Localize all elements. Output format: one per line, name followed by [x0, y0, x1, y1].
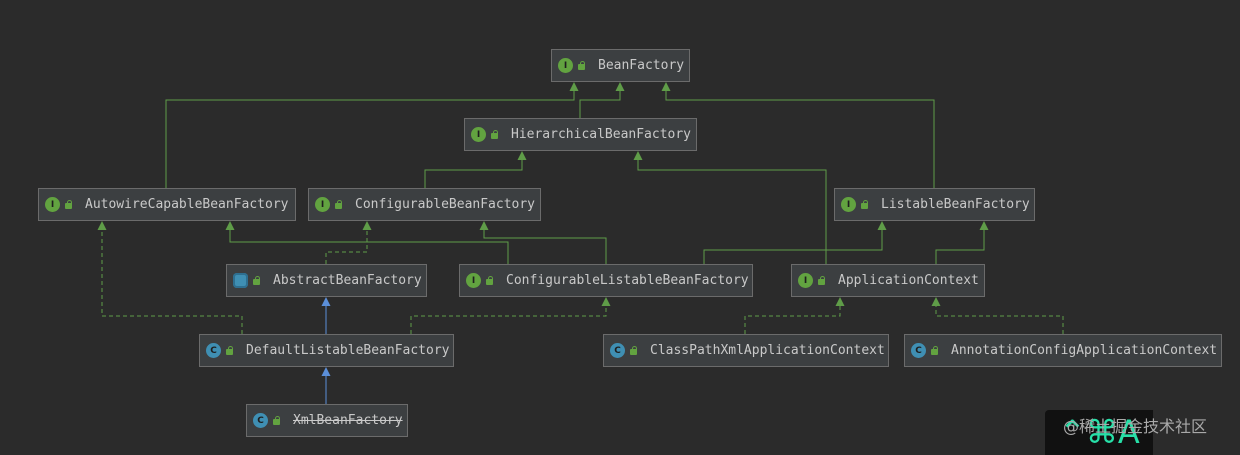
public-lock-icon	[272, 416, 281, 425]
public-lock-icon	[629, 346, 638, 355]
arrowhead	[979, 221, 989, 230]
arrowhead	[931, 297, 941, 306]
node-label: ListableBeanFactory	[881, 197, 1030, 212]
arrowhead	[321, 297, 331, 306]
interface-icon: I	[45, 197, 60, 212]
node-configurable-bean-factory[interactable]: I ConfigurableBeanFactory	[308, 188, 541, 221]
node-label: AutowireCapableBeanFactory	[85, 197, 289, 212]
watermark: ⌃⌘A @稀土掘金技术社区	[1045, 410, 1240, 455]
node-label: BeanFactory	[598, 58, 685, 73]
public-lock-icon	[225, 346, 234, 355]
abstract-icon	[233, 273, 248, 288]
edge-extends	[703, 221, 887, 264]
arrowhead	[661, 82, 671, 91]
public-lock-icon	[64, 200, 73, 209]
interface-icon: I	[315, 197, 330, 212]
interface-icon: I	[558, 58, 573, 73]
edge-extends	[479, 221, 607, 264]
node-bean-factory[interactable]: I BeanFactory	[551, 49, 690, 82]
arrowhead	[633, 151, 643, 160]
edge-implements	[410, 297, 611, 334]
public-lock-icon	[334, 200, 343, 209]
node-hierarchical-bean-factory[interactable]: I HierarchicalBeanFactory	[464, 118, 697, 151]
arrowhead	[569, 82, 579, 91]
node-label: AnnotationConfigApplicationContext	[951, 343, 1218, 358]
edge-extends	[633, 151, 827, 264]
edge-extends	[661, 82, 935, 188]
interface-icon: I	[798, 273, 813, 288]
node-label: DefaultListableBeanFactory	[246, 343, 450, 358]
arrowhead	[877, 221, 887, 230]
public-lock-icon	[930, 346, 939, 355]
class-icon: C	[206, 343, 221, 358]
node-xml-bean-factory[interactable]: C XmlBeanFactory	[246, 404, 408, 437]
node-label: ClassPathXmlApplicationContext	[650, 343, 885, 358]
arrowhead	[479, 221, 489, 230]
interface-icon: I	[471, 127, 486, 142]
edge-extends	[424, 151, 527, 188]
edge-extends	[579, 82, 625, 118]
edge-implements	[931, 297, 1064, 334]
node-listable-bean-factory[interactable]: I ListableBeanFactory	[834, 188, 1035, 221]
edge-extends	[165, 82, 579, 188]
node-abstract-bean-factory[interactable]: AbstractBeanFactory	[226, 264, 427, 297]
node-label: HierarchicalBeanFactory	[511, 127, 692, 142]
node-configurable-listable-bean-factory[interactable]: I ConfigurableListableBeanFactory	[459, 264, 753, 297]
node-annotation-config-application-context[interactable]: C AnnotationConfigApplicationContext	[904, 334, 1222, 367]
edge-inherits	[321, 367, 331, 404]
shortcut-symbol: ⌃⌘A	[1059, 413, 1140, 451]
public-lock-icon	[252, 276, 261, 285]
node-application-context[interactable]: I ApplicationContext	[791, 264, 985, 297]
arrowhead	[517, 151, 527, 160]
watermark-text: @稀土掘金技术社区	[1063, 417, 1208, 436]
node-label: ConfigurableListableBeanFactory	[506, 273, 749, 288]
edge-inherits	[321, 297, 331, 334]
interface-icon: I	[841, 197, 856, 212]
arrowhead	[835, 297, 845, 306]
class-icon: C	[253, 413, 268, 428]
public-lock-icon	[577, 61, 586, 70]
node-label: ConfigurableBeanFactory	[355, 197, 536, 212]
node-label: XmlBeanFactory	[293, 413, 403, 428]
arrowhead	[97, 221, 107, 230]
edge-extends	[935, 221, 989, 264]
arrowhead	[601, 297, 611, 306]
edge-implements	[325, 221, 372, 264]
node-autowire-capable-bean-factory[interactable]: I AutowireCapableBeanFactory	[38, 188, 296, 221]
node-label: AbstractBeanFactory	[273, 273, 422, 288]
arrowhead	[362, 221, 372, 230]
edge-implements	[744, 297, 845, 334]
public-lock-icon	[817, 276, 826, 285]
arrowhead	[615, 82, 625, 91]
edge-extends	[225, 221, 509, 264]
public-lock-icon	[860, 200, 869, 209]
arrowhead	[321, 367, 331, 376]
shortcut-badge: ⌃⌘A	[1045, 410, 1153, 455]
arrowhead	[225, 221, 235, 230]
public-lock-icon	[490, 130, 499, 139]
interface-icon: I	[466, 273, 481, 288]
public-lock-icon	[485, 276, 494, 285]
class-icon: C	[911, 343, 926, 358]
edge-implements	[97, 221, 243, 334]
node-class-path-xml-application-context[interactable]: C ClassPathXmlApplicationContext	[603, 334, 889, 367]
node-label: ApplicationContext	[838, 273, 979, 288]
class-icon: C	[610, 343, 625, 358]
node-default-listable-bean-factory[interactable]: C DefaultListableBeanFactory	[199, 334, 454, 367]
